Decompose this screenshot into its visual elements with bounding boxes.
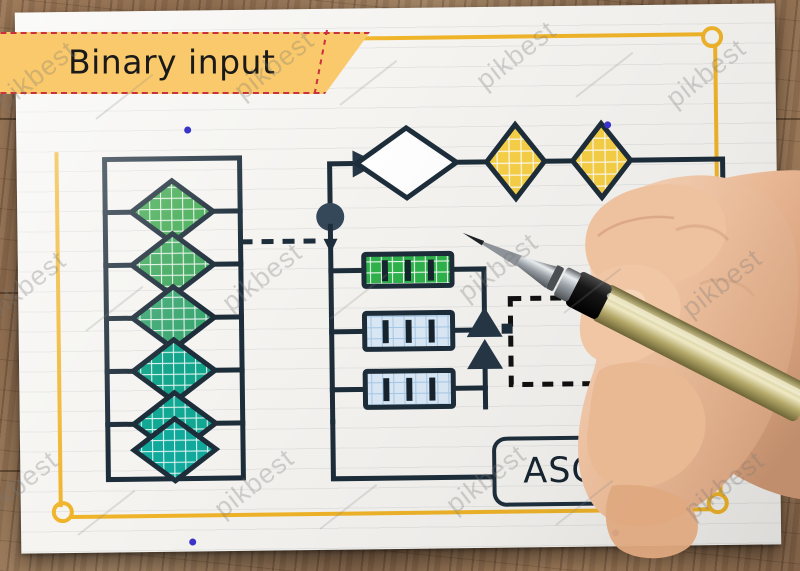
title-banner-shape (0, 32, 370, 94)
annotation-dot (604, 121, 612, 129)
annotation-dot (184, 126, 192, 134)
annotation-dot (612, 529, 620, 537)
annotation-dot (189, 538, 197, 546)
page-title: Binary input (68, 42, 276, 82)
ascii-output-node[interactable]: ASCII (491, 434, 651, 507)
title-banner: Binary input (0, 29, 370, 95)
ascii-label: ASCII (522, 450, 620, 492)
